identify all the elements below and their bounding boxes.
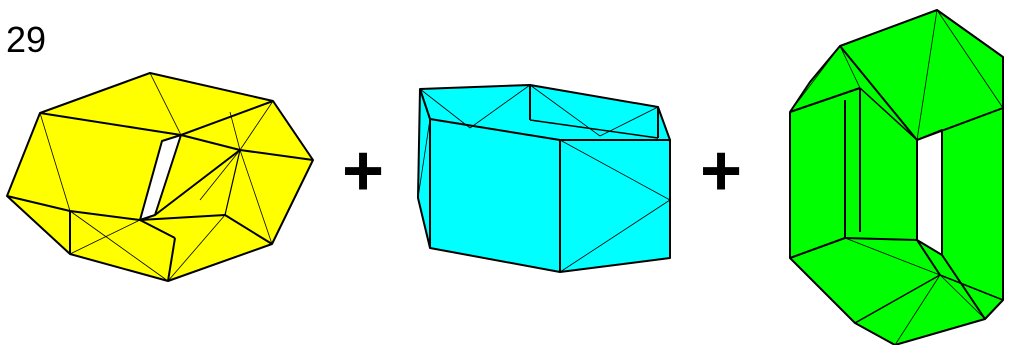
green-edge: [916, 239, 941, 276]
yellow-facet-line: [199, 149, 241, 201]
green-edge: [789, 87, 861, 113]
yellow-edge: [69, 210, 141, 221]
cyan-edge: [419, 88, 431, 120]
cyan-facet-line: [417, 197, 431, 249]
yellow-edge: [180, 100, 274, 136]
cyan-outer-hull: [417, 84, 671, 273]
yellow-facet-line: [69, 210, 169, 282]
green-facet-line: [789, 257, 856, 324]
yellow-facet-line: [39, 72, 151, 114]
green-edge: [854, 274, 941, 324]
cyan-facet-line: [559, 199, 671, 273]
yellow-facet-line: [39, 112, 71, 212]
yellow-facet-line: [229, 111, 241, 151]
green-facet-line: [936, 9, 1004, 109]
yellow-facet-line: [167, 214, 226, 282]
green-facet-line: [939, 274, 986, 320]
cyan-edge: [529, 119, 659, 139]
cyan-facet-line: [469, 84, 531, 129]
green-facet-line: [844, 237, 941, 276]
green-edge: [789, 237, 846, 259]
green-hole: [916, 129, 943, 256]
yellow-edge: [139, 214, 226, 221]
yellow-polyhedron: [6, 72, 314, 282]
green-edge: [941, 254, 986, 320]
cyan-facet-line: [599, 106, 659, 137]
green-edge: [844, 237, 918, 241]
cyan-facet-line: [419, 88, 471, 129]
green-edge: [839, 45, 918, 141]
yellow-edge: [224, 149, 241, 216]
yellow-facet-line: [149, 72, 182, 136]
yellow-edge: [224, 214, 273, 245]
yellow-edge: [139, 219, 176, 239]
green-facet-line: [916, 9, 938, 141]
plus-operator-1: +: [342, 131, 385, 211]
green-edge: [939, 274, 1004, 301]
green-facet-line: [894, 274, 941, 345]
green-edge: [859, 87, 918, 141]
cyan-facet-line: [559, 139, 671, 201]
yellow-facet-line: [6, 195, 71, 255]
yellow-edge: [6, 195, 71, 212]
cyan-polyhedron: [417, 84, 671, 273]
green-facet-line: [839, 45, 861, 89]
plus-operator-2: +: [700, 131, 743, 211]
yellow-edge: [167, 237, 176, 282]
yellow-facet-line: [239, 149, 273, 245]
green-facet-line: [789, 45, 841, 113]
yellow-facet-line: [69, 219, 141, 255]
yellow-edge: [239, 149, 314, 161]
figure-number: 29: [6, 19, 47, 60]
yellow-edge: [39, 112, 182, 136]
cyan-edge: [429, 118, 561, 141]
green-polyhedron: [789, 9, 1004, 345]
yellow-edge: [154, 149, 241, 216]
cyan-facet-line: [417, 118, 431, 199]
green-edge: [916, 107, 1004, 141]
cyan-facet-line: [529, 84, 601, 137]
yellow-facet-line: [239, 100, 274, 151]
yellow-edge: [180, 134, 241, 151]
